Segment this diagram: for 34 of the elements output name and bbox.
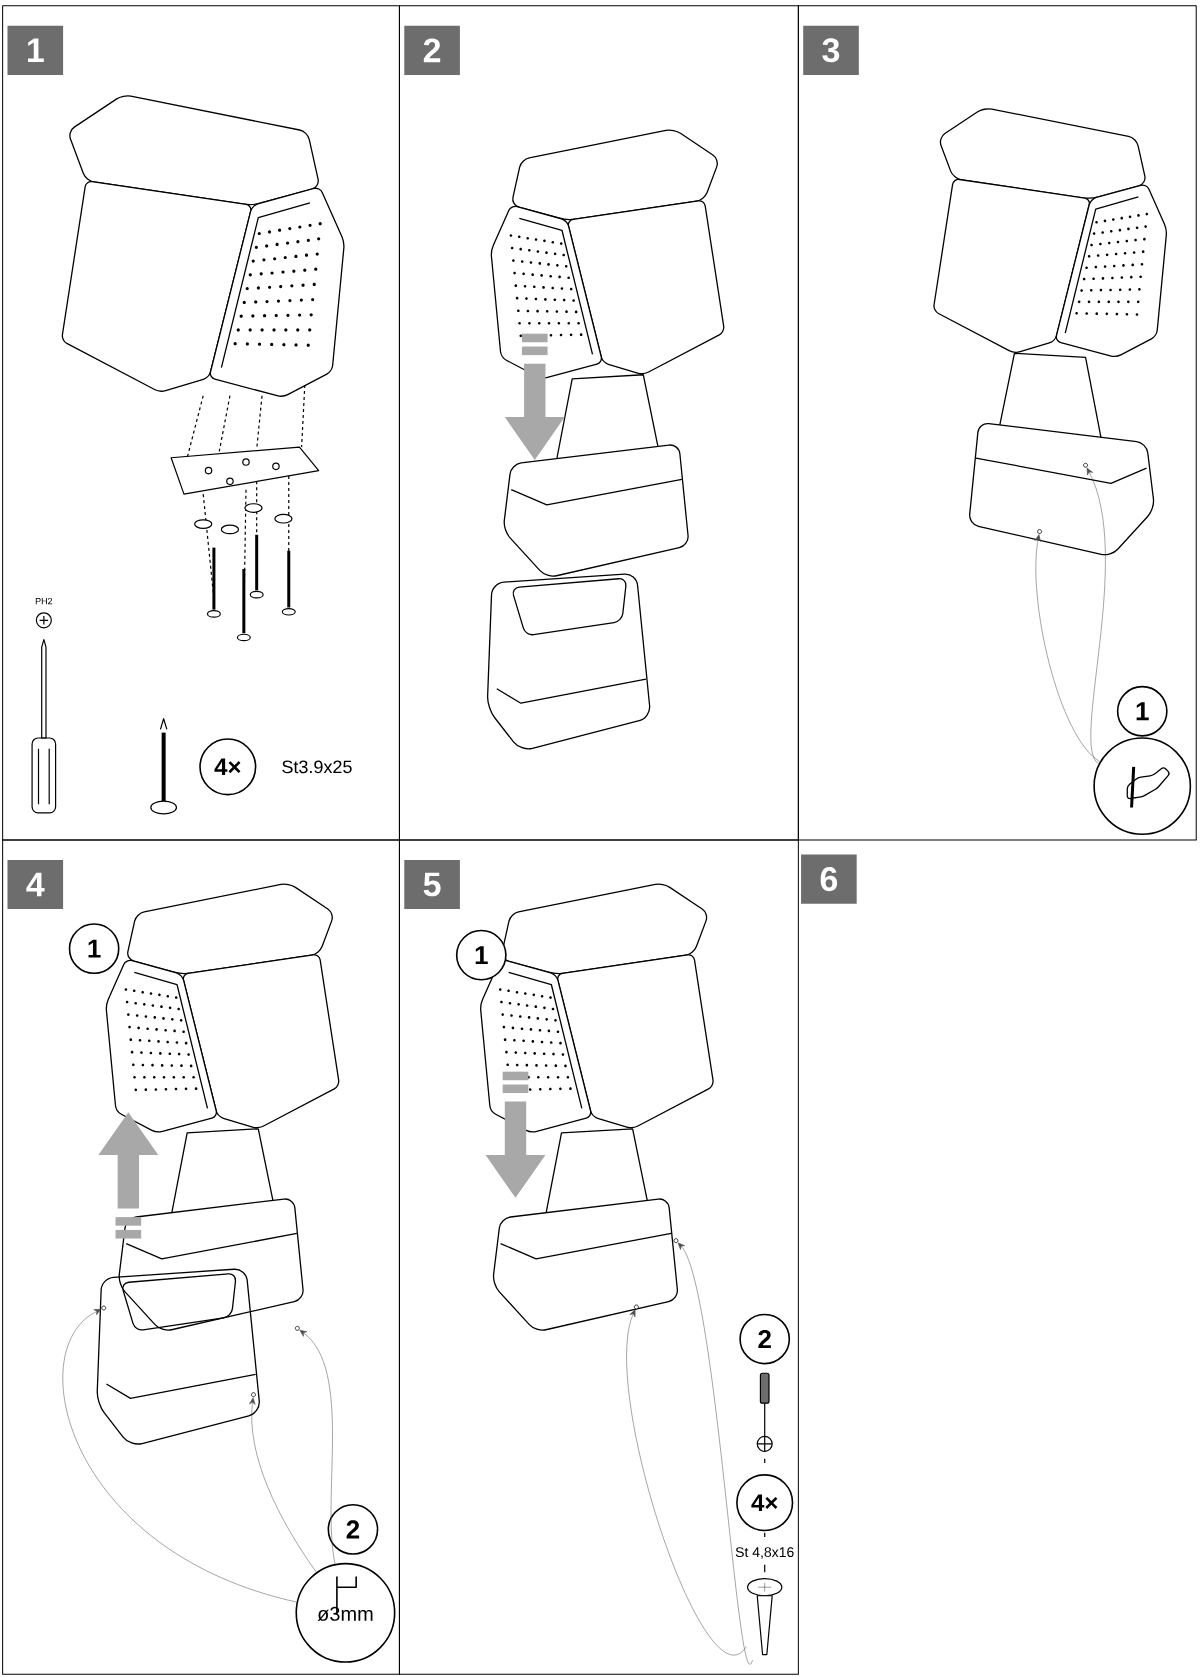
leader-line	[1034, 534, 1101, 762]
circled-number: 1	[455, 929, 507, 981]
step-panel	[398, 839, 799, 1675]
leader-line	[626, 1309, 747, 1656]
screw-drawing	[747, 1578, 783, 1656]
leader-line	[63, 1309, 297, 1603]
screw-hole	[673, 1238, 679, 1244]
step-number: 4	[7, 859, 64, 910]
step-panel	[2, 5, 400, 841]
screw-hole	[251, 1392, 256, 1398]
screw-hole	[633, 1304, 639, 1310]
screw-size-label: St 4,8x16	[735, 1547, 794, 1559]
screw-hole	[1037, 529, 1042, 534]
circled-number: 1	[1116, 685, 1168, 737]
circled-number: 2	[327, 1504, 379, 1555]
step-number: 5	[404, 859, 460, 910]
screw-hole	[1083, 462, 1088, 468]
step-number: 1	[7, 25, 64, 75]
step-panel	[2, 839, 400, 1675]
circled-number: 2	[739, 1313, 791, 1365]
leader-line	[677, 1242, 753, 1664]
step-number: 6	[801, 854, 857, 904]
step-panel	[398, 5, 799, 841]
screw-size-label: St3.9x25	[282, 760, 352, 774]
screw-hole	[101, 1305, 107, 1311]
step-number: 3	[803, 25, 859, 75]
screw-hole	[294, 1325, 300, 1331]
leader-line	[299, 1329, 336, 1565]
circled-number: 1	[68, 923, 120, 975]
leader-line	[1086, 467, 1106, 764]
leader-line	[249, 1397, 317, 1573]
step-panel	[797, 5, 1197, 841]
bit-size-label: PH2	[35, 597, 53, 605]
step-number: 2	[404, 25, 460, 75]
